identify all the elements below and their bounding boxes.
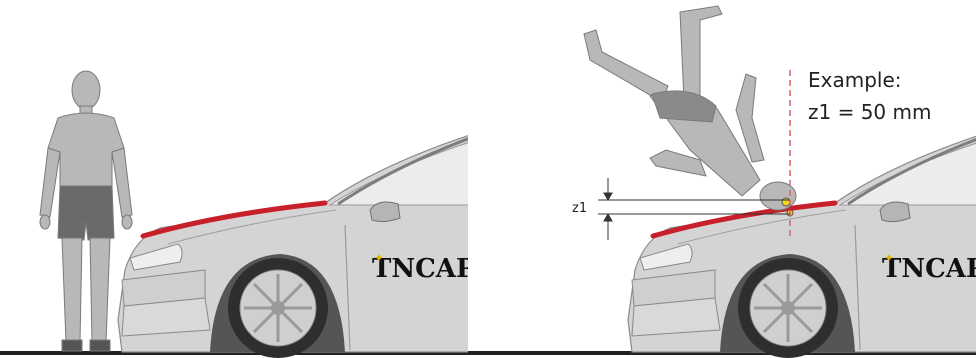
brand-star-icon: ✦	[884, 251, 894, 265]
brand-star-icon: ✦	[374, 251, 384, 265]
left-panel: TNCAP ✦	[118, 135, 476, 358]
vehicle-left	[118, 135, 470, 358]
example-title: Example:	[808, 68, 902, 92]
dimension-label: z1	[572, 201, 587, 216]
falling-dummy	[584, 6, 796, 210]
example-value: z1 = 50 mm	[808, 100, 931, 124]
head-marker	[782, 198, 790, 206]
vehicle-brand-left: TNCAP	[372, 254, 476, 284]
standing-dummy	[40, 71, 132, 351]
vehicle-brand-right: TNCAP	[882, 254, 976, 284]
